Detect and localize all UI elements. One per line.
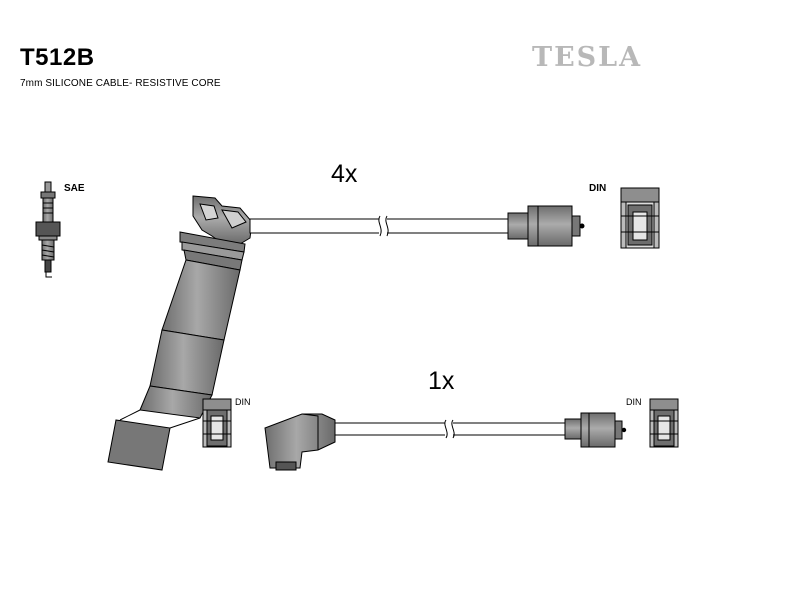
cable-top-4x <box>249 205 585 247</box>
din-terminal-icon-bottom-right <box>649 398 679 448</box>
spark-plug-icon <box>35 181 61 278</box>
product-code: T512B <box>20 44 95 71</box>
product-description: 7mm SILICONE CABLE- RESISTIVE CORE <box>20 78 221 89</box>
cable-quantity-1x: 1x <box>428 367 455 395</box>
spark-plug-standard-label: SAE <box>64 183 85 194</box>
cable-bottom-1x <box>264 412 627 471</box>
din-label-top: DIN <box>589 183 607 194</box>
cable-quantity-4x: 4x <box>331 160 358 188</box>
din-terminal-icon-bottom-left <box>202 398 232 448</box>
din-terminal-icon-top <box>620 187 660 249</box>
din-label-bottom-left: DIN <box>235 397 251 407</box>
coil-boot-long <box>107 195 253 471</box>
din-label-bottom-right: DIN <box>626 397 642 407</box>
brand-logo: TESLA <box>532 42 643 73</box>
